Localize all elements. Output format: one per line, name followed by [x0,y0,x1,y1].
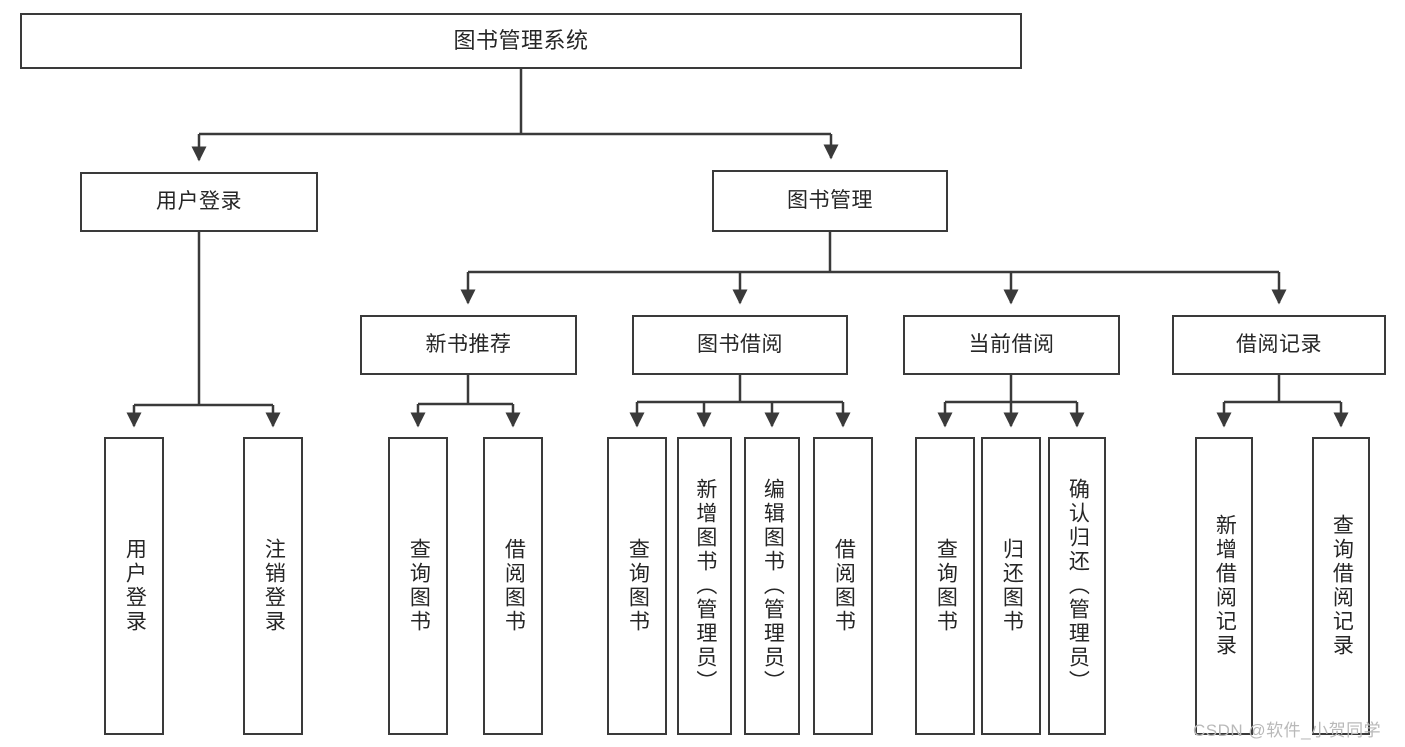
node-leaf-add-record[interactable]: 新增借阅记录 [1195,437,1253,735]
node-leaf-return-book[interactable]: 归还图书 [981,437,1041,735]
node-leaf-confirm-return[interactable]: 确认归还（管理员） [1048,437,1106,735]
node-leaf-query-books-1[interactable]: 查询图书 [388,437,448,735]
node-book-borrow[interactable]: 图书借阅 [632,315,848,375]
node-leaf-query-books-3[interactable]: 查询图书 [915,437,975,735]
node-leaf-query-record[interactable]: 查询借阅记录 [1312,437,1370,735]
node-leaf-edit-book[interactable]: 编辑图书（管理员） [744,437,800,735]
node-leaf-borrow-books-2[interactable]: 借阅图书 [813,437,873,735]
node-book-management[interactable]: 图书管理 [712,170,948,232]
node-leaf-logout[interactable]: 注销登录 [243,437,303,735]
csdn-watermark: CSDN @软件_小贺同学 [1193,721,1382,740]
node-root[interactable]: 图书管理系统 [20,13,1022,69]
node-leaf-borrow-books-1[interactable]: 借阅图书 [483,437,543,735]
node-leaf-add-book[interactable]: 新增图书（管理员） [677,437,732,735]
node-leaf-user-login[interactable]: 用户登录 [104,437,164,735]
node-user-login[interactable]: 用户登录 [80,172,318,232]
node-borrow-record[interactable]: 借阅记录 [1172,315,1386,375]
node-new-book-recommend[interactable]: 新书推荐 [360,315,577,375]
node-current-borrow[interactable]: 当前借阅 [903,315,1120,375]
node-leaf-query-books-2[interactable]: 查询图书 [607,437,667,735]
